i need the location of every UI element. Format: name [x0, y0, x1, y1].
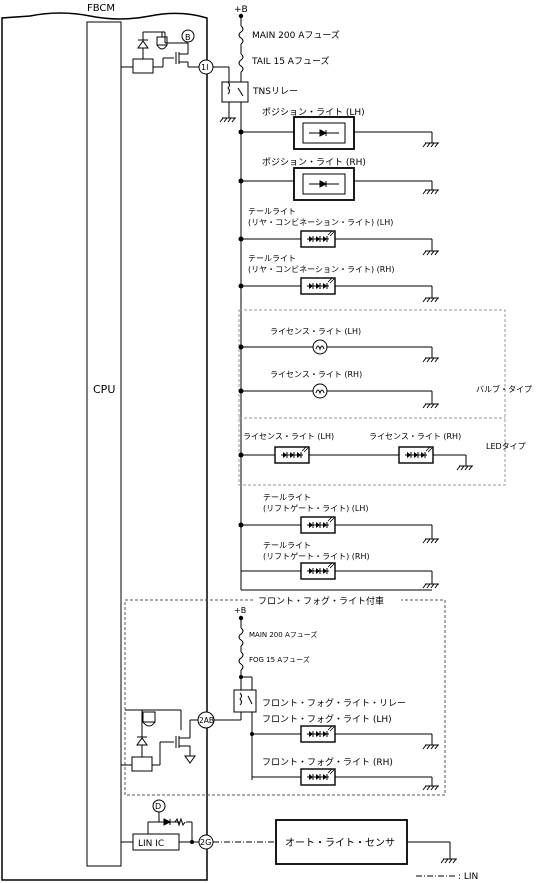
fbcm-module: FBCM CPU: [1, 3, 208, 881]
tail-gate-lh-label-2: (リフトゲート・ライト) (LH): [263, 503, 369, 513]
module-label: FBCM: [87, 3, 115, 14]
license-bulb-lh-label: ライセンス・ライト (LH): [270, 327, 361, 336]
front-fog-light-rh: [252, 776, 433, 786]
tns-supply: [221, 16, 249, 590]
svg-text:2G: 2G: [200, 838, 211, 847]
lin-ic-label: LIN IC: [138, 839, 164, 849]
license-light-bulb-rh: [238, 383, 433, 404]
plus-b-label: +B: [234, 5, 248, 15]
fog-supply: [233, 618, 257, 780]
position-light-rh-label: ポジション・ライト (RH): [262, 157, 366, 168]
position-light-lh-label: ポジション・ライト (LH): [262, 107, 365, 118]
tns-relay-feed-wire: [213, 66, 230, 82]
cpu-label: CPU: [93, 383, 115, 396]
cpu-block: [86, 21, 122, 867]
bulb-type-label: バルブ・タイプ: [476, 384, 532, 394]
terminal-2ab: 2AB: [197, 711, 215, 729]
led-icon: [300, 277, 336, 295]
main-fuse-label: MAIN 200 Aフューズ: [252, 29, 340, 41]
tail-gate-rh-label-1: テールライト: [263, 541, 311, 550]
terminal-1i: 1I: [198, 59, 214, 75]
tail-light-combination-rh: [238, 283, 433, 298]
tail-combo-lh-label-2: (リヤ・コンビネーション・ライト) (LH): [248, 218, 393, 227]
tail-combo-lh-label-1: テールライト: [248, 207, 296, 216]
svg-text:1I: 1I: [201, 63, 208, 72]
led-icon: [300, 562, 336, 580]
fog-relay-label: フロント・フォグ・ライト・リレー: [262, 697, 406, 709]
led-type-label: LEDタイプ: [486, 442, 526, 451]
tail-light-liftgate-lh: [238, 522, 433, 539]
front-fog-group-label: フロント・フォグ・ライト付車: [258, 595, 384, 607]
license-led-rh-label: ライセンス・ライト (RH): [369, 432, 461, 441]
tail-gate-rh-label-2: (リフトゲート・ライト) (RH): [263, 551, 370, 561]
tail-light-combination-lh: [238, 236, 433, 251]
license-light-group: [238, 309, 506, 486]
terminal-2g: 2G: [198, 834, 214, 850]
led-icon: [300, 516, 336, 534]
license-led-lh-label: ライセンス・ライト (LH): [243, 432, 334, 441]
plus-b-fog-label: +B: [234, 606, 246, 615]
fog-rh-label: フロント・フォグ・ライト (RH): [262, 756, 393, 768]
tail-combo-rh-label-1: テールライト: [248, 254, 296, 263]
fog-driver-circuit: [121, 709, 241, 772]
position-light-lh: [238, 116, 433, 150]
tail-gate-lh-label-1: テールライト: [263, 493, 311, 502]
led-icon: [300, 768, 336, 786]
fog-lh-label: フロント・フォグ・ライト (LH): [262, 713, 392, 725]
tns-driver-circuit: [121, 29, 199, 74]
lin-legend-label: : LIN: [458, 872, 478, 882]
license-light-led: [238, 452, 467, 466]
license-bulb-rh-label: ライセンス・ライト (RH): [270, 370, 362, 379]
lin-circuit: [121, 799, 455, 877]
led-icon: [300, 230, 336, 248]
battery-d-label: D: [155, 802, 161, 811]
svg-text:2AB: 2AB: [199, 716, 214, 725]
battery-b-label: B: [185, 33, 191, 42]
tail-combo-rh-label-2: (リヤ・コンビネーション・ライト) (RH): [248, 265, 394, 274]
fog-fuse-label: FOG 15 Aフューズ: [249, 655, 310, 664]
tail-light-liftgate-rh: [241, 570, 433, 584]
position-light-rh: [238, 167, 433, 201]
led-icon: [300, 725, 336, 743]
auto-light-sensor-label: オート・ライト・センサ: [285, 837, 395, 849]
license-light-bulb-lh: [238, 339, 433, 358]
front-fog-light-lh: [252, 733, 433, 745]
tns-relay-label: TNSリレー: [252, 87, 298, 97]
led-icon: [274, 446, 310, 464]
main-fuse-fog-label: MAIN 200 Aフューズ: [249, 630, 317, 639]
led-icon: [398, 446, 434, 464]
tail-fuse-label: TAIL 15 Aフューズ: [251, 55, 330, 67]
